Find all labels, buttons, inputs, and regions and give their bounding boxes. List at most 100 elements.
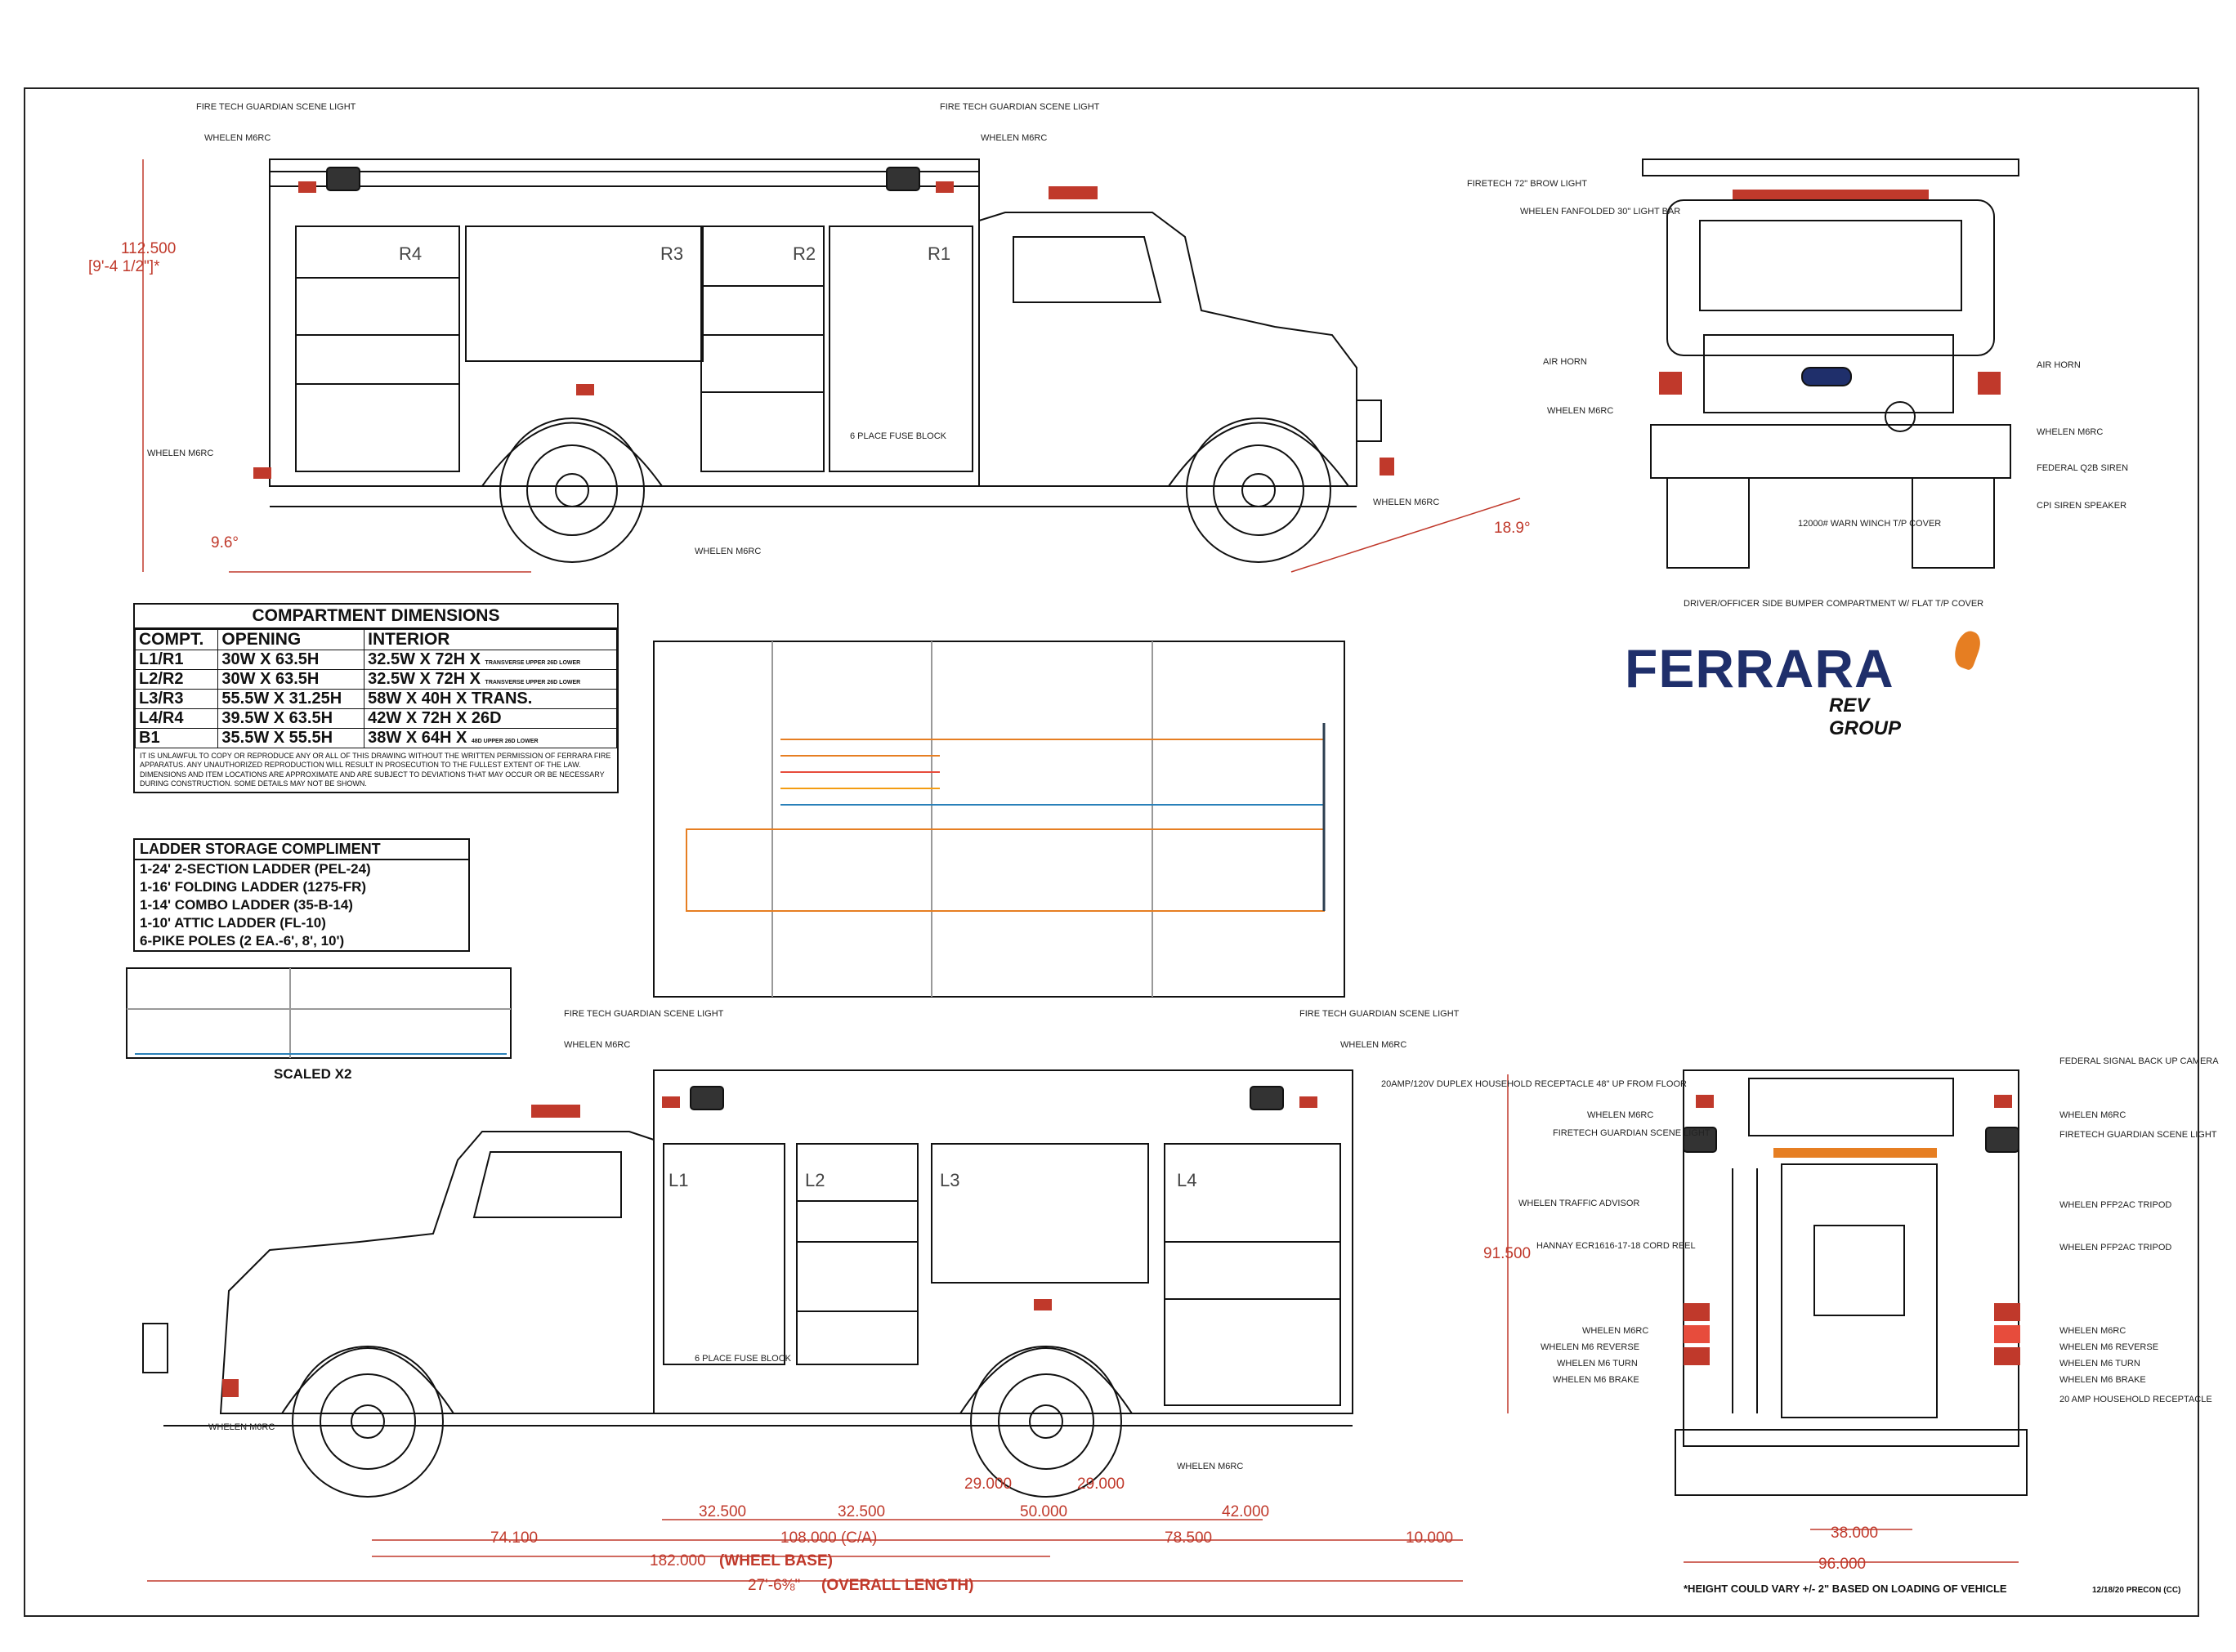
callout-backup-camera: FEDERAL SIGNAL BACK UP CAMERA [2059, 1056, 2219, 1066]
compartment-id-l1: L1 [669, 1170, 688, 1190]
callout-front-marc-l: WHELEN M6RC [1547, 406, 1613, 416]
callout-rear-left-4: WHELEN M6 BRAKE [1553, 1375, 1639, 1385]
ladder-storage-box: LADDER STORAGE COMPLIMENT 1-24' 2-SECTIO… [133, 838, 470, 952]
compartment-id-l3: L3 [940, 1170, 959, 1190]
compartment-id-r2: R2 [793, 243, 816, 264]
dim-d2: 32.500 [838, 1503, 885, 1520]
callout-rear-right-1: WHELEN M6RC [2059, 1326, 2126, 1336]
interior-value: 32.5W X 72H X [368, 650, 481, 668]
callout-scene-light-top-left: FIRE TECH GUARDIAN SCENE LIGHT [196, 102, 356, 112]
rear-view [1675, 1069, 2028, 1496]
ladder-item: 1-24' 2-SECTION LADDER (PEL-24) [140, 861, 371, 877]
cell-compt: B1 [134, 728, 219, 748]
cell-opening: 30W X 63.5H [217, 650, 365, 670]
callout-lower-front-marc: WHELEN M6RC [208, 1422, 275, 1432]
cell-opening: 30W X 63.5H [217, 669, 365, 690]
dim-d6: 50.000 [1020, 1503, 1067, 1520]
footer-note: *HEIGHT COULD VARY +/- 2" BASED ON LOADI… [1684, 1583, 2007, 1595]
compartment-id-r3: R3 [660, 243, 683, 264]
cell-opening: 55.5W X 31.25H [217, 689, 365, 709]
footer-date: 12/18/20 PRECON (CC) [2092, 1586, 2181, 1595]
logo-wordmark: FERRARA [1625, 638, 1894, 699]
callout-brow-light: FIRETECH 72" BROW LIGHT [1467, 179, 1587, 189]
compartment-dimensions-box: COMPARTMENT DIMENSIONS COMPT. OPENING IN… [133, 603, 619, 793]
compartment-dimensions-title: COMPARTMENT DIMENSIONS [135, 605, 617, 629]
callout-scene-light-top-right: FIRE TECH GUARDIAN SCENE LIGHT [940, 102, 1100, 112]
callout-rear-right-4: WHELEN M6 BRAKE [2059, 1375, 2146, 1385]
interior-value: 32.5W X 72H X [368, 670, 481, 688]
dim-rear-w2: 96.000 [1818, 1556, 1866, 1573]
callout-household-receptacle: 20 AMP HOUSEHOLD RECEPTACLE [2059, 1395, 2212, 1404]
dim-d4: 29.000 [1077, 1476, 1125, 1493]
callout-tripod-1: WHELEN PFP2AC TRIPOD [2059, 1200, 2171, 1210]
interior-note: TRANSVERSE UPPER 26D LOWER [485, 660, 581, 666]
callout-fanfold: WHELEN FANFOLDED 30" LIGHT BAR [1520, 207, 1680, 217]
ladder-item: 6-PIKE POLES (2 EA.-6', 8', 10') [140, 933, 345, 949]
dim-rear-height: 91.500 [1483, 1245, 1531, 1262]
plan-view [653, 641, 1345, 998]
disclaimer: IT IS UNLAWFUL TO COPY OR REPRODUCE ANY … [140, 752, 611, 788]
callout-traffic-advisor: WHELEN TRAFFIC ADVISOR [1518, 1199, 1639, 1208]
interior-value: 38W X 64H X [368, 729, 467, 747]
cell-opening: 35.5W X 55.5H [217, 728, 365, 748]
callout-lower-scene-left: FIRE TECH GUARDIAN SCENE LIGHT [564, 1009, 724, 1019]
dim-rear: 78.500 [1165, 1529, 1212, 1547]
callout-winch: 12000# WARN WINCH T/P COVER [1798, 519, 1941, 529]
cell-interior: 38W X 64H X 48D UPPER 26D LOWER [364, 728, 617, 748]
callout-rear-scene-r: FIRETECH GUARDIAN SCENE LIGHT [2059, 1130, 2217, 1140]
dim-rear-w1: 38.000 [1831, 1525, 1878, 1542]
table-row: L1/R1 30W X 63.5H 32.5W X 72H X TRANSVER… [134, 650, 617, 670]
dim-overall: 27'-6⅜" [748, 1577, 800, 1594]
callout-bumper: DRIVER/OFFICER SIDE BUMPER COMPARTMENT W… [1684, 599, 1983, 609]
compartment-id-r1: R1 [928, 243, 950, 264]
callout-federal-siren: FEDERAL Q2B SIREN [2037, 463, 2128, 473]
callout-marc-top-right: WHELEN M6RC [981, 133, 1047, 143]
front-view [1642, 159, 2019, 569]
dim-height: 112.500 [121, 240, 176, 257]
callout-tripod-2: WHELEN PFP2AC TRIPOD [2059, 1243, 2171, 1252]
callout-air-horn-l: AIR HORN [1543, 357, 1587, 367]
callout-rear-scene-l: FIRETECH GUARDIAN SCENE LIGHT [1553, 1128, 1711, 1138]
dim-height-ft: [9'-4 1/2"]* [88, 258, 160, 275]
table-row: L4/R4 39.5W X 63.5H 42W X 72H X 26D [134, 708, 617, 729]
ferrara-logo: FERRARA REV GROUP [1625, 627, 1985, 739]
dim-wheelbase-label: (WHEEL BASE) [719, 1552, 833, 1569]
callout-rear-left-2: WHELEN M6 REVERSE [1541, 1342, 1639, 1352]
drawing-border [24, 87, 2199, 1617]
compartment-table-header: COMPT. OPENING INTERIOR [134, 629, 617, 650]
callout-marc-top-left: WHELEN M6RC [204, 133, 271, 143]
callout-front-marc-r: WHELEN M6RC [2037, 427, 2103, 437]
table-row: B1 35.5W X 55.5H 38W X 64H X 48D UPPER 2… [134, 728, 617, 748]
callout-rear-right-2: WHELEN M6 REVERSE [2059, 1342, 2158, 1352]
ladder-item: 1-10' ATTIC LADDER (FL-10) [140, 915, 326, 931]
callout-lower-scene-right: FIRE TECH GUARDIAN SCENE LIGHT [1299, 1009, 1460, 1019]
callout-lower-marc-right: WHELEN M6RC [1340, 1040, 1406, 1050]
cell-compt: L4/R4 [134, 708, 219, 729]
dimension-lines [142, 159, 2019, 1582]
dim-overhang: 10.000 [1406, 1529, 1453, 1547]
callout-rear-left-1: WHELEN M6RC [1582, 1326, 1648, 1336]
header-opening: OPENING [217, 629, 365, 650]
compartment-table: COMPT. OPENING INTERIOR L1/R1 30W X 63.5… [134, 629, 617, 748]
dim-body: 108.000 (C/A) [780, 1529, 877, 1547]
cell-opening: 39.5W X 63.5H [217, 708, 365, 729]
ladder-item: 1-16' FOLDING LADDER (1275-FR) [140, 879, 367, 895]
scaled-label: SCALED X2 [274, 1066, 352, 1082]
logo-subbrand: REV GROUP [1829, 694, 1902, 739]
callout-rear-marc-r: WHELEN M6RC [2059, 1110, 2126, 1120]
table-row: L3/R3 55.5W X 31.25H 58W X 40H X TRANS. [134, 689, 617, 709]
side-view-passenger [253, 159, 1394, 563]
callout-rear-right-3: WHELEN M6 TURN [2059, 1359, 2140, 1368]
dim-d5: 42.000 [1222, 1503, 1269, 1520]
cell-compt: L2/R2 [134, 669, 219, 690]
side-view-driver [142, 1069, 1353, 1498]
interior-note: TRANSVERSE UPPER 26D LOWER [485, 680, 581, 685]
callout-rear-left-3: WHELEN M6 TURN [1557, 1359, 1638, 1368]
callout-rear-marc-l: WHELEN M6RC [1587, 1110, 1653, 1120]
callout-lower-marc-left: WHELEN M6RC [564, 1040, 630, 1050]
cell-interior: 42W X 72H X 26D [364, 708, 617, 729]
dim-departure: 9.6° [211, 534, 239, 551]
cell-interior: 32.5W X 72H X TRANSVERSE UPPER 26D LOWER [364, 669, 617, 690]
cell-interior: 32.5W X 72H X TRANSVERSE UPPER 26D LOWER [364, 650, 617, 670]
